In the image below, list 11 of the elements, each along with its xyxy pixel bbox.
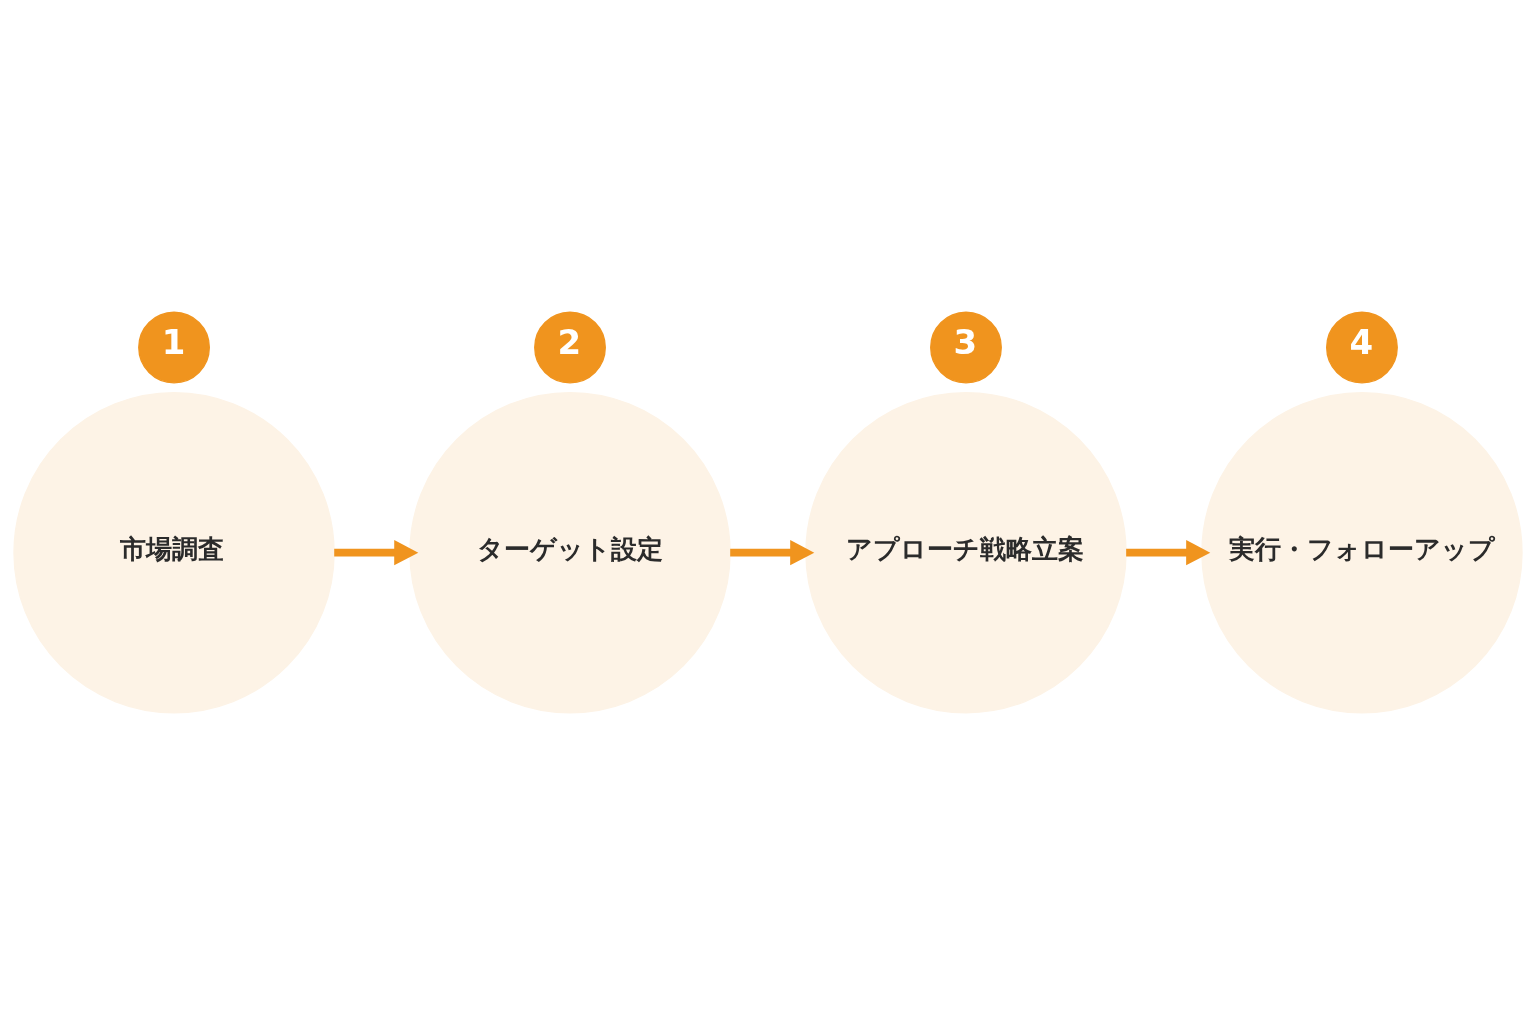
node-circle: アプローチ戦略立案 <box>805 391 1127 713</box>
node-circle: 3 <box>930 311 1002 383</box>
node-circle: 1 <box>138 311 210 383</box>
node-circle: ターゲット設定 <box>409 391 731 713</box>
node-circle: 4 <box>1326 311 1398 383</box>
node-circle: 2 <box>534 311 606 383</box>
node-circle: 実行・フォローアップ <box>1201 391 1523 713</box>
arrow <box>1126 539 1211 565</box>
node-circle: 市場調査 <box>13 391 335 713</box>
arrow <box>334 539 419 565</box>
arrow <box>730 539 815 565</box>
